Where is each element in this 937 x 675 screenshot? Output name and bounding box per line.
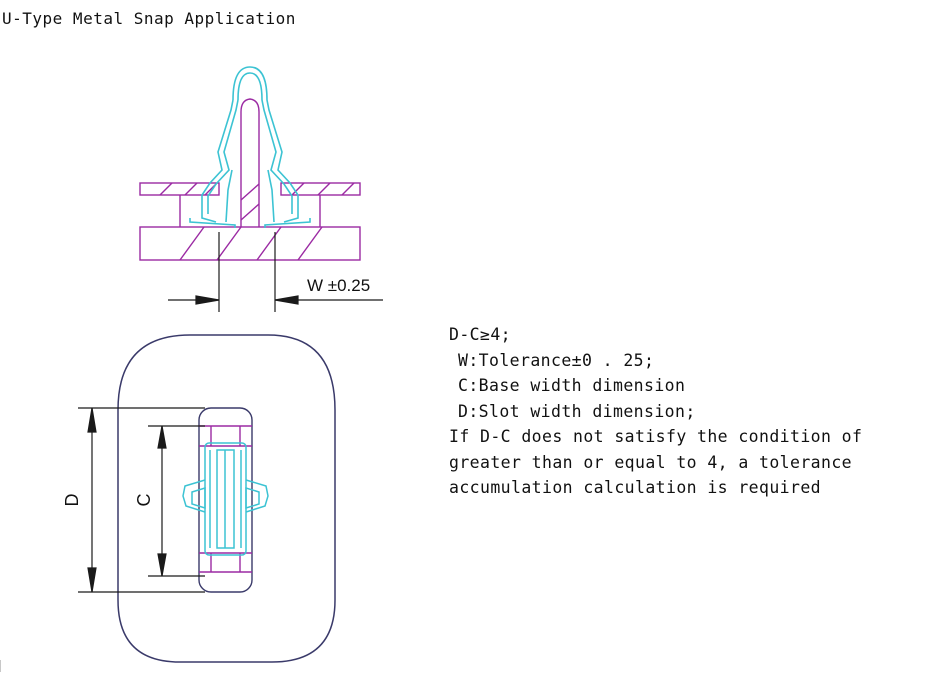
- note-line: greater than or equal to 4, a tolerance: [449, 452, 853, 472]
- side-view: [139, 66, 383, 312]
- w-dimension-label: W ±0.25: [307, 276, 370, 295]
- note-line: If D-C does not satisfy the condition of: [449, 427, 863, 446]
- w-dimension: [168, 232, 383, 312]
- note-line: D:Slot width dimension;: [458, 401, 696, 421]
- page-title: U-Type Metal Snap Application: [2, 9, 296, 28]
- d-dimension-label: D: [62, 494, 82, 507]
- note-line: W:Tolerance±0 . 25;: [458, 350, 655, 370]
- c-dimension-label: C: [134, 494, 154, 507]
- c-dimension: [148, 425, 205, 577]
- center-stud: [240, 98, 260, 227]
- top-panel: [139, 182, 361, 196]
- slot-body: [198, 407, 253, 593]
- notes-block: D-C≥4; W:Tolerance±0 . 25; C:Base width …: [449, 322, 862, 501]
- top-view: [78, 334, 336, 663]
- note-line: C:Base width dimension: [458, 376, 686, 395]
- slot-bands: [199, 425, 252, 573]
- note-line: D-C≥4;: [449, 325, 512, 344]
- metal-clip: [189, 66, 311, 228]
- clip-top-view: [182, 442, 269, 556]
- rounded-outline: [117, 334, 336, 663]
- base-block: [139, 195, 361, 261]
- edge-mark: [0, 660, 1, 672]
- d-dimension: [78, 407, 205, 593]
- note-line: accumulation calculation is required: [449, 478, 822, 497]
